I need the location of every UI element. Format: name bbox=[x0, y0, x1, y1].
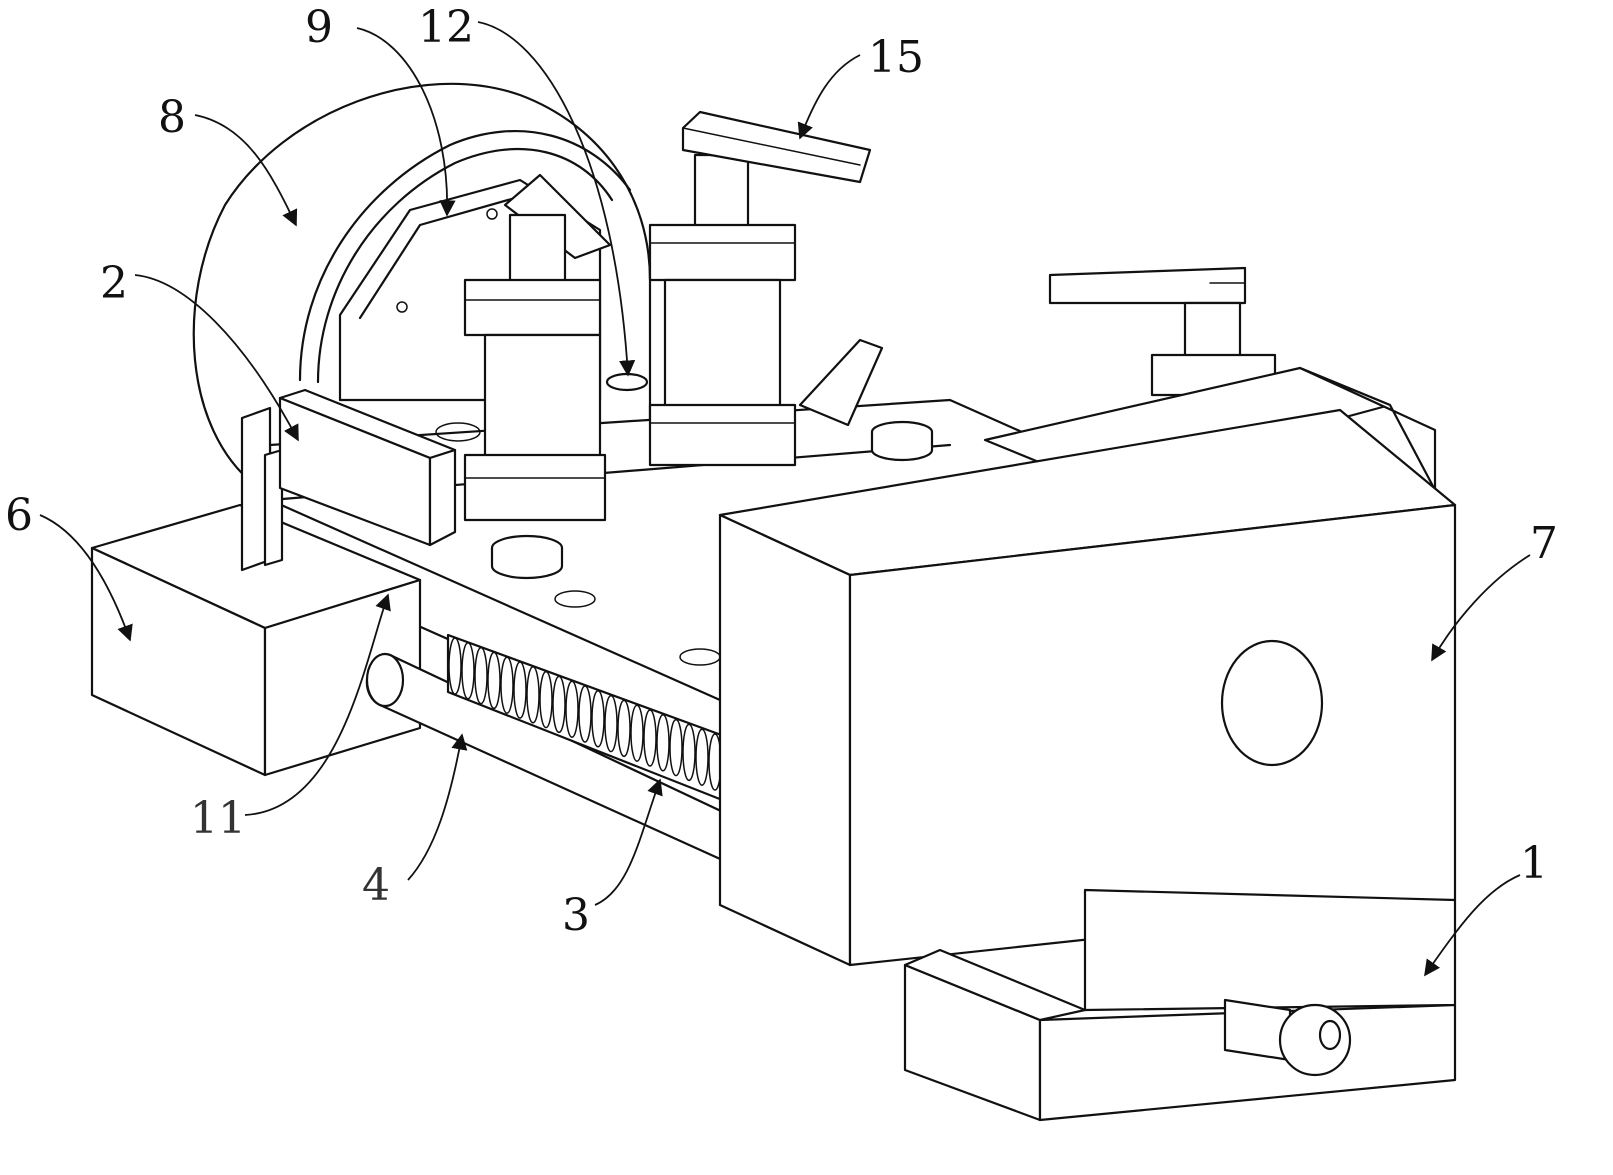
screw-thread bbox=[695, 728, 709, 786]
label-12: 12 bbox=[418, 2, 474, 53]
screw-thread bbox=[474, 646, 488, 705]
screw-thread bbox=[552, 675, 566, 734]
label-15: 15 bbox=[868, 32, 924, 83]
screw-thread bbox=[669, 718, 683, 777]
screw-thread bbox=[500, 656, 514, 714]
guide-rod bbox=[365, 652, 742, 870]
second-handle bbox=[1048, 266, 1277, 397]
reference-numerals: 9 12 15 8 2 6 7 11 4 3 1 bbox=[5, 2, 1558, 941]
main-housing bbox=[718, 408, 1457, 967]
knob bbox=[1223, 998, 1352, 1077]
screw-thread bbox=[578, 685, 592, 743]
screw-thread bbox=[448, 637, 462, 695]
label-11: 11 bbox=[190, 793, 246, 844]
label-3: 3 bbox=[562, 890, 590, 941]
left-block bbox=[90, 503, 422, 777]
screw-thread bbox=[539, 670, 553, 729]
label-1: 1 bbox=[1520, 838, 1548, 889]
bosses bbox=[435, 372, 934, 666]
screw-thread bbox=[526, 666, 540, 724]
screw-thread bbox=[604, 694, 618, 753]
screw-thread bbox=[591, 690, 605, 748]
leader-lines bbox=[39, 21, 1531, 977]
lead-screw bbox=[446, 633, 737, 807]
label-7: 7 bbox=[1530, 518, 1558, 569]
screw-thread bbox=[643, 709, 657, 767]
label-9: 9 bbox=[305, 2, 333, 53]
handle-bar bbox=[681, 110, 872, 184]
label-6: 6 bbox=[5, 490, 33, 541]
screw-thread bbox=[682, 723, 696, 782]
angled-wedge bbox=[798, 338, 884, 427]
screw-thread bbox=[565, 680, 579, 738]
screw-thread bbox=[617, 699, 631, 758]
cylinder-left bbox=[463, 173, 612, 522]
vertical-plate bbox=[240, 406, 284, 572]
screw-thread bbox=[513, 661, 527, 719]
lower-base bbox=[903, 888, 1457, 1122]
label-8: 8 bbox=[158, 92, 186, 143]
screw-thread bbox=[461, 642, 475, 700]
label-4: 4 bbox=[362, 860, 390, 911]
screw-thread bbox=[487, 651, 501, 710]
clamp-block bbox=[278, 388, 457, 547]
screw-thread bbox=[630, 704, 644, 762]
label-2: 2 bbox=[100, 258, 128, 309]
screw-thread bbox=[656, 714, 670, 772]
cylinder-right bbox=[648, 153, 797, 467]
